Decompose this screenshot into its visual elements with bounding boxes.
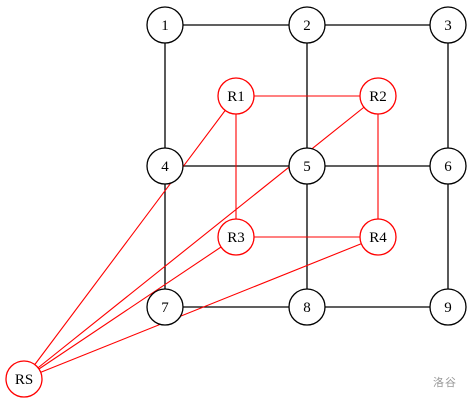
- node-label: 3: [444, 18, 452, 34]
- node-circle: [146, 6, 184, 44]
- node-r1: R1: [217, 77, 255, 115]
- node-label: 2: [303, 18, 311, 34]
- node-circle: [288, 288, 326, 326]
- node-label: R4: [369, 230, 387, 246]
- node-label: 5: [303, 159, 311, 175]
- node-label: R1: [227, 89, 245, 105]
- node-circle: [429, 288, 467, 326]
- node-circle: [146, 288, 184, 326]
- node-circle: [217, 218, 255, 256]
- node-3: 3: [429, 6, 467, 44]
- node-4: 4: [146, 147, 184, 185]
- watermark-text: 洛谷: [433, 376, 457, 389]
- node-label: 6: [444, 159, 452, 175]
- node-label: 4: [161, 159, 169, 175]
- edge-rs-r4: [23, 236, 379, 380]
- node-1: 1: [146, 6, 184, 44]
- node-label: 7: [161, 300, 169, 316]
- node-circle: [288, 6, 326, 44]
- node-circle: [429, 147, 467, 185]
- node-7: 7: [146, 288, 184, 326]
- node-circle: [5, 360, 43, 398]
- node-circle: [288, 147, 326, 185]
- node-circle: [359, 77, 397, 115]
- node-circle: [146, 147, 184, 185]
- node-circle: [429, 6, 467, 44]
- node-label: 1: [161, 18, 169, 34]
- node-label: R2: [369, 89, 387, 105]
- node-r3: R3: [217, 218, 255, 256]
- edges-layer: [23, 24, 449, 380]
- node-r2: R2: [359, 77, 397, 115]
- edge-rs-r2: [23, 95, 379, 380]
- node-5: 5: [288, 147, 326, 185]
- node-label: 8: [303, 300, 311, 316]
- node-label: 9: [444, 300, 452, 316]
- node-2: 2: [288, 6, 326, 44]
- node-circle: [217, 77, 255, 115]
- node-r4: R4: [359, 218, 397, 256]
- node-circle: [359, 218, 397, 256]
- node-label: RS: [15, 372, 33, 388]
- edge-rs-r3: [23, 236, 237, 380]
- node-6: 6: [429, 147, 467, 185]
- edge-rs-r1: [23, 95, 237, 380]
- node-rs: RS: [5, 360, 43, 398]
- node-9: 9: [429, 288, 467, 326]
- node-8: 8: [288, 288, 326, 326]
- node-label: R3: [227, 230, 245, 246]
